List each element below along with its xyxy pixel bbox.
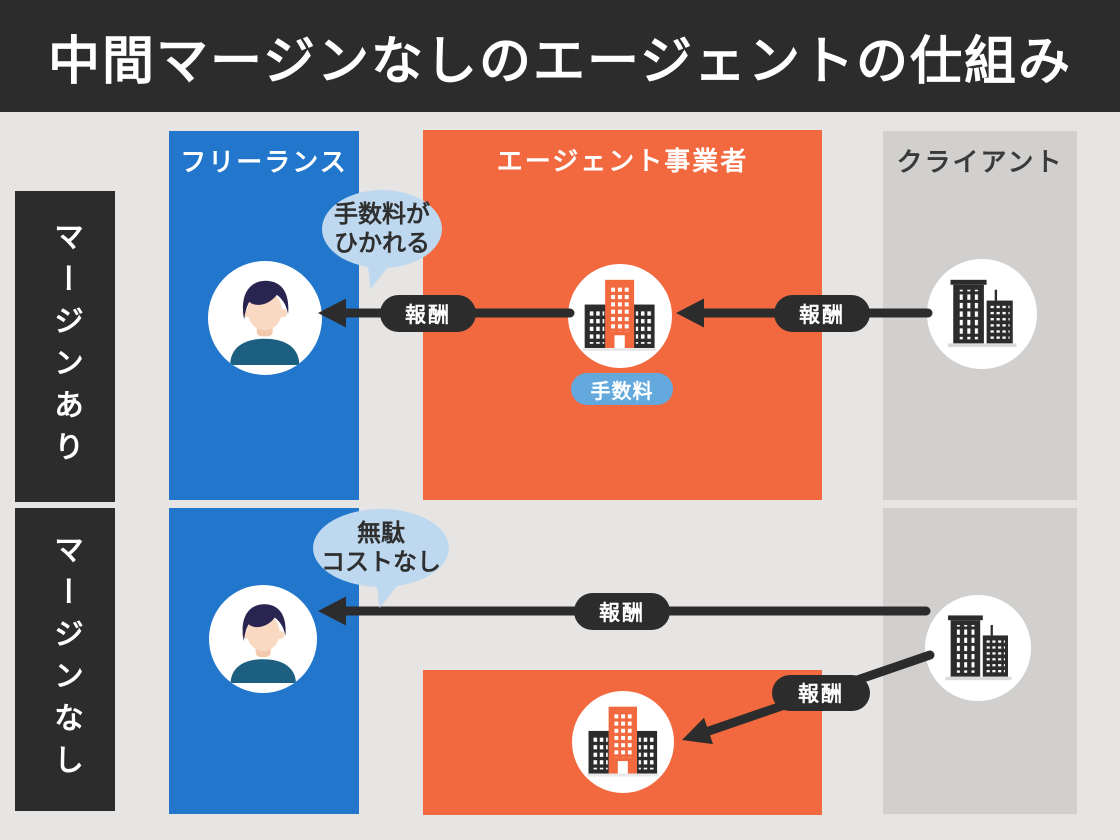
- page-title: 中間マージンなしのエージェントの仕組み: [48, 32, 1072, 91]
- reward-pill-client-to-agent: 報酬: [774, 295, 870, 332]
- row-label-with-margin: マージンあり: [15, 191, 115, 502]
- client-column-header: クライアント: [896, 147, 1064, 177]
- no-waste-cost-speech-bubble: 無駄 コストなし: [313, 509, 449, 587]
- freelancer-avatar-bottom: [209, 585, 317, 693]
- client-building-bottom: [925, 595, 1031, 701]
- freelance-column-header: フリーランス: [180, 147, 348, 177]
- freelancer-avatar-top: [208, 261, 322, 375]
- row-label-with-margin-text: マージンあり: [49, 220, 82, 473]
- header-bar: 中間マージンなしのエージェントの仕組み: [0, 0, 1120, 112]
- bubble-line: 手数料が: [334, 200, 430, 228]
- row-label-without-margin: マージンなし: [15, 508, 115, 811]
- freelancer-avatar-icon: [230, 281, 300, 365]
- client-building-icon: [944, 614, 1012, 680]
- client-building-icon: [947, 279, 1017, 347]
- agent-building-bottom: [572, 691, 674, 793]
- row-label-without-margin-text: マージンなし: [49, 533, 82, 786]
- client-building-top: [927, 259, 1037, 369]
- agent-building-icon: [587, 706, 659, 777]
- reward-pill-client-to-agent-direct: 報酬: [772, 675, 870, 711]
- fee-deducted-speech-bubble: 手数料が ひかれる: [322, 190, 442, 268]
- reward-pill-agent-to-freelancer: 報酬: [380, 295, 476, 332]
- agent-column-header: エージェント事業者: [496, 146, 749, 176]
- agent-building-top: [568, 264, 672, 368]
- freelancer-avatar-icon: [230, 604, 296, 684]
- fee-badge: 手数料: [571, 373, 673, 405]
- reward-pill-client-to-freelancer: 報酬: [574, 593, 670, 630]
- agent-building-icon: [583, 280, 657, 352]
- bubble-line: 無駄: [357, 519, 405, 547]
- bubble-line: コストなし: [321, 549, 441, 576]
- bubble-line: ひかれる: [334, 230, 430, 257]
